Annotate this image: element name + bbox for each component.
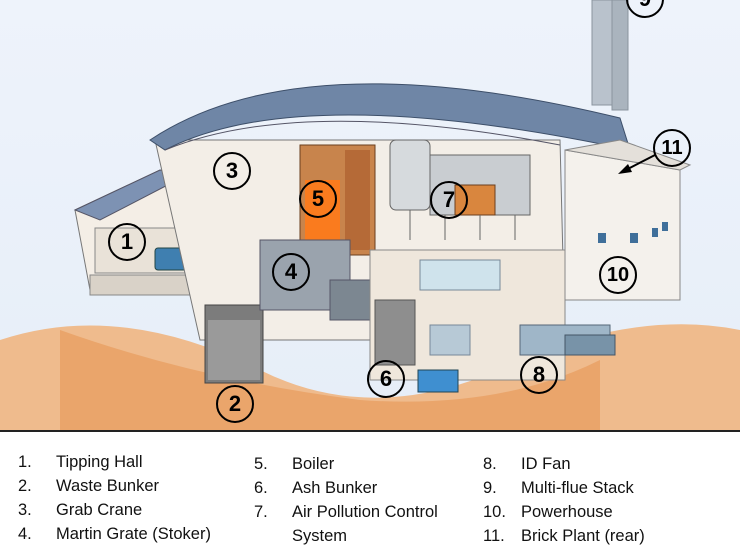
legend-num: 2. — [18, 477, 32, 495]
legend-num: 10. — [483, 503, 506, 521]
legend: 1. Tipping Hall 2. Waste Bunker 3. Grab … — [0, 432, 740, 554]
callout-10: 10 — [599, 256, 637, 294]
legend-label: Brick Plant (rear) — [521, 527, 645, 545]
legend-label: Tipping Hall — [56, 453, 143, 471]
callout-4: 4 — [272, 253, 310, 291]
plant-cutaway-illustration: 1 2 3 4 5 6 7 8 9 10 11 — [0, 0, 740, 430]
waste-bunker — [204, 304, 264, 384]
legend-label: Martin Grate (Stoker) — [56, 525, 211, 543]
legend-label: Multi-flue Stack — [521, 479, 634, 497]
legend-num: 8. — [483, 455, 497, 473]
legend-label: Boiler — [292, 455, 335, 473]
legend-num: 4. — [18, 525, 32, 543]
main-roof — [149, 83, 631, 151]
callout-8: 8 — [520, 356, 558, 394]
legend-label: Grab Crane — [56, 501, 143, 519]
legend-label: System — [292, 527, 348, 545]
callout-2: 2 — [216, 385, 254, 423]
legend-label: ID Fan — [521, 455, 571, 473]
legend-num: 11. — [483, 527, 505, 545]
callout-11: 11 — [653, 129, 691, 167]
legend-label: Ash Bunker — [292, 479, 378, 497]
ground-shadow — [60, 330, 600, 430]
callout-6: 6 — [367, 360, 405, 398]
callout-5: 5 — [299, 180, 337, 218]
legend-num: 5. — [254, 455, 268, 473]
legend-label: Powerhouse — [521, 503, 613, 521]
legend-num: 6. — [254, 479, 268, 497]
legend-label: Waste Bunker — [56, 477, 160, 495]
callout-7: 7 — [430, 181, 468, 219]
legend-label: Air Pollution Control — [292, 503, 438, 521]
powerhouse — [564, 139, 692, 301]
multi-flue-stack — [591, 0, 629, 111]
legend-num: 1. — [18, 453, 32, 471]
legend-num: 7. — [254, 503, 268, 521]
callout-3: 3 — [213, 152, 251, 190]
id-fan — [519, 324, 616, 356]
plant-illustration-svg — [0, 0, 740, 430]
legend-num: 9. — [483, 479, 497, 497]
divider-line — [0, 430, 740, 432]
legend-num: 3. — [18, 501, 32, 519]
callout-1: 1 — [108, 223, 146, 261]
